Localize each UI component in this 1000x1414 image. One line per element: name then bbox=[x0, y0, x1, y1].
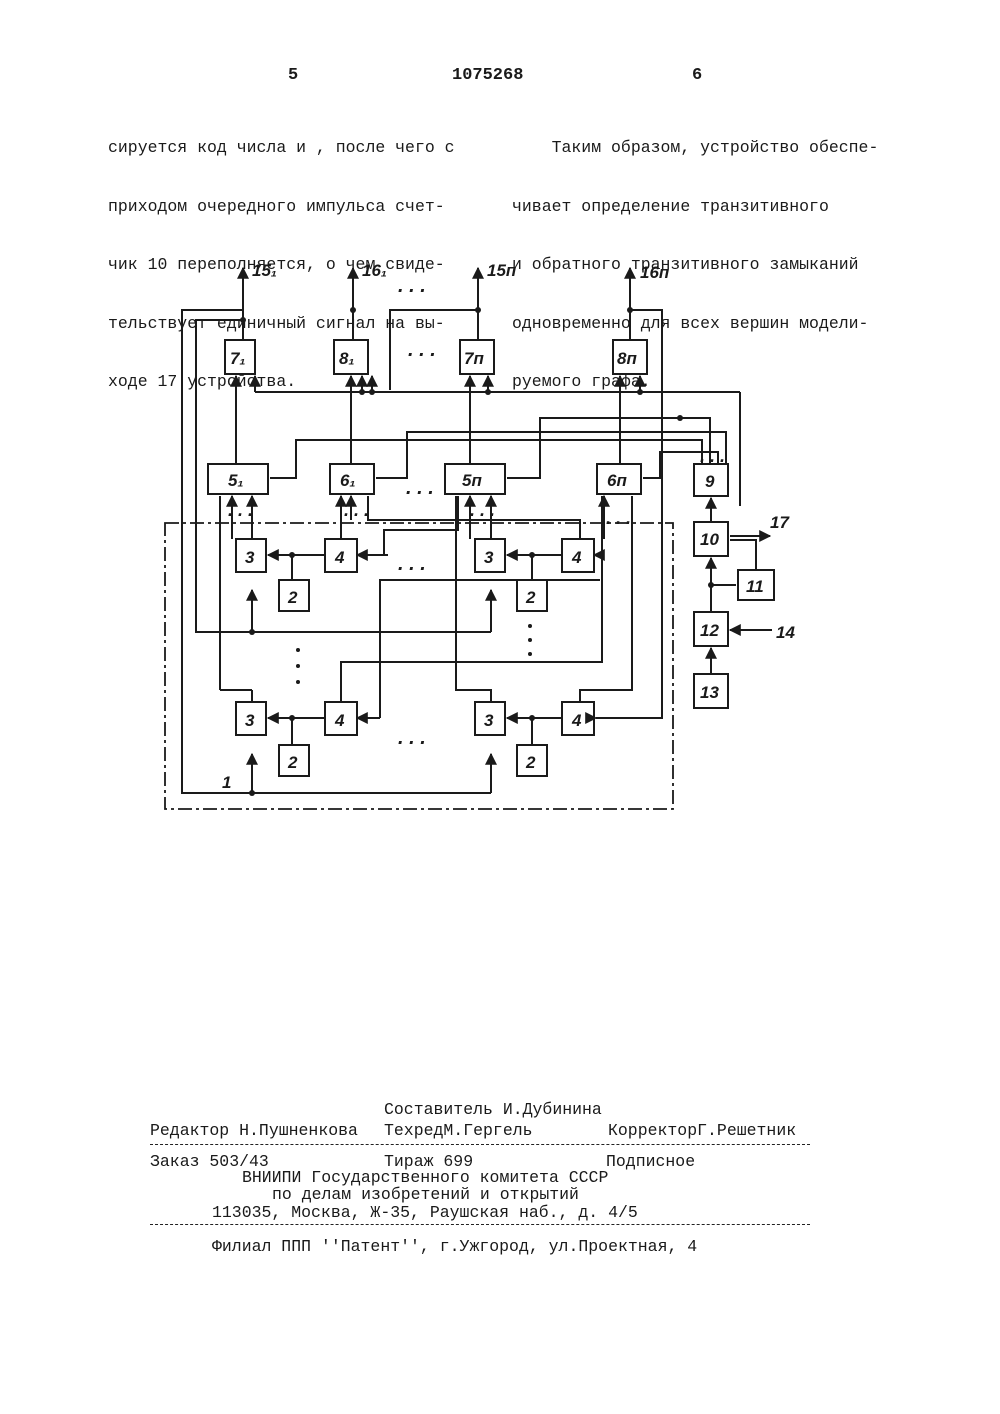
block-label: 9 bbox=[705, 472, 715, 491]
ellipsis: . . . bbox=[700, 446, 725, 466]
block-label: 11 bbox=[746, 577, 764, 596]
ellipsis: . . . bbox=[398, 727, 426, 749]
divider bbox=[150, 1144, 810, 1145]
ellipsis: . . . bbox=[470, 500, 495, 520]
ellipsis: . . . bbox=[398, 275, 426, 297]
block-label: 7п bbox=[464, 349, 484, 368]
block-label: 7₁ bbox=[230, 349, 245, 368]
output-label: 15₁ bbox=[252, 261, 277, 280]
input-label: 14 bbox=[776, 623, 795, 642]
techred: ТехредМ.Гергель bbox=[384, 1121, 533, 1140]
block-label: 5п bbox=[462, 471, 482, 490]
output-label: 15п bbox=[487, 261, 517, 280]
address: 113035, Москва, Ж-35, Раушская наб., д. … bbox=[212, 1203, 638, 1222]
subscription: Подписное bbox=[606, 1152, 695, 1171]
ellipsis: . . . bbox=[408, 339, 436, 361]
cell-label: 4 bbox=[334, 711, 345, 730]
ellipsis: . . . bbox=[406, 477, 434, 499]
block-label: 8п bbox=[617, 349, 637, 368]
cell-label: 2 bbox=[525, 588, 536, 607]
block-label: 12 bbox=[700, 621, 719, 640]
output-label: 16п bbox=[640, 263, 670, 282]
circuit-diagram: 7₁ 8₁ 7п 8п 5₁ 6₁ 5п 6п 9 10 11 12 13 3 … bbox=[0, 0, 1000, 860]
cell-label: 2 bbox=[525, 753, 536, 772]
divider bbox=[150, 1224, 810, 1225]
editor: Редактор Н.Пушненкова bbox=[150, 1121, 358, 1140]
output-label: 17 bbox=[770, 513, 790, 532]
ellipsis: . . . bbox=[344, 500, 369, 520]
cell-label: 3 bbox=[484, 548, 494, 567]
block-label: 8₁ bbox=[339, 349, 354, 368]
block-label: 10 bbox=[700, 530, 719, 549]
block-label: 6₁ bbox=[340, 471, 355, 490]
enclosure-label: 1 bbox=[222, 773, 231, 792]
cell-label: 3 bbox=[245, 711, 255, 730]
corrector: КорректорГ.Решетник bbox=[608, 1121, 796, 1140]
cell-label: 4 bbox=[571, 548, 582, 567]
cell-label: 2 bbox=[287, 753, 298, 772]
organization-dept: по делам изобретений и открытий bbox=[272, 1185, 579, 1204]
block-label: 5₁ bbox=[228, 471, 243, 490]
block-label: 13 bbox=[700, 683, 719, 702]
branch: Филиал ППП ''Патент'', г.Ужгород, ул.Про… bbox=[212, 1237, 697, 1256]
cell-label: 2 bbox=[287, 588, 298, 607]
block-label: 6п bbox=[607, 471, 627, 490]
cell-label: 4 bbox=[334, 548, 345, 567]
cell-label: 4 bbox=[571, 711, 582, 730]
ellipsis: . . . bbox=[398, 553, 426, 575]
ellipsis: . . . bbox=[228, 500, 253, 520]
cell-label: 3 bbox=[245, 548, 255, 567]
ellipsis: . . . bbox=[606, 508, 631, 528]
cell-label: 3 bbox=[484, 711, 494, 730]
compiler: Составитель И.Дубинина bbox=[384, 1100, 602, 1119]
output-label: 16₁ bbox=[362, 261, 387, 280]
